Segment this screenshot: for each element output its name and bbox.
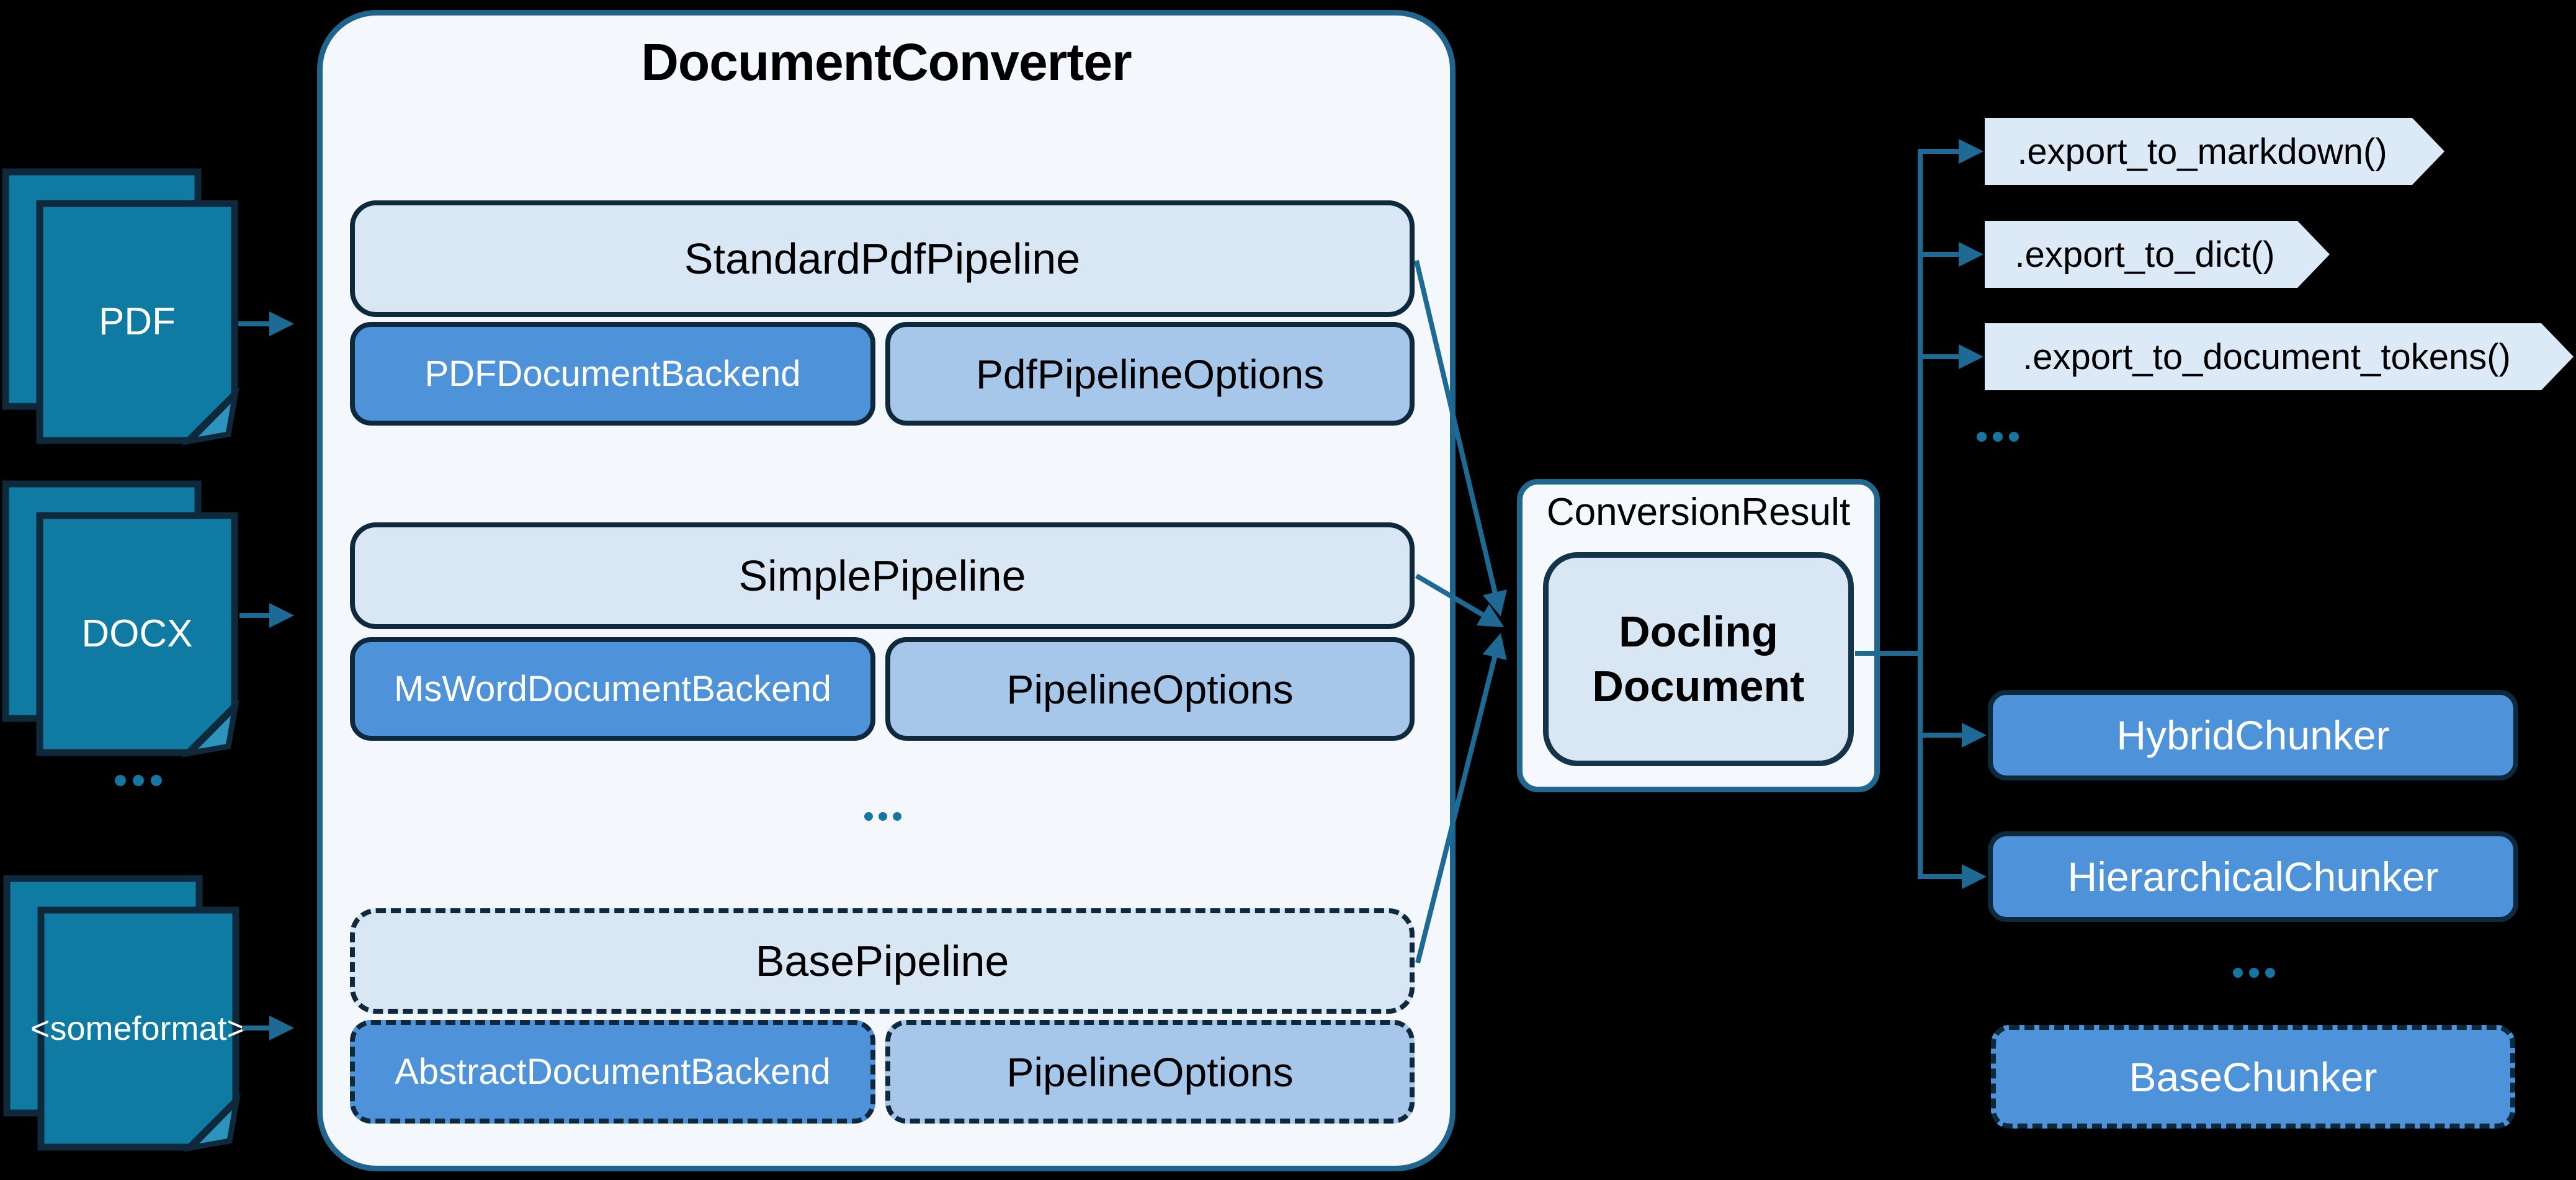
dot	[893, 812, 901, 821]
folded-corner-shape	[182, 1093, 241, 1152]
source-format-line2: format>	[132, 1009, 247, 1047]
dot	[2249, 968, 2259, 978]
export-method-label: .export_to_dict()	[2015, 234, 2275, 275]
chunker-label: BaseChunker	[2129, 1053, 2377, 1100]
pipeline-box-standard-pdf: StandardPdfPipeline	[350, 200, 1415, 317]
dot	[2009, 432, 2019, 442]
pipelines-ellipsis-dots	[864, 812, 901, 821]
options-label: PipelineOptions	[1006, 1048, 1294, 1095]
dot	[2233, 968, 2243, 978]
pipeline-label: SimplePipeline	[738, 552, 1026, 600]
source-format-label: PDF	[99, 300, 176, 344]
document-stack-icon	[2, 480, 239, 758]
options-label: PipelineOptions	[1006, 666, 1294, 712]
dot	[864, 812, 873, 821]
pipeline-box-base: BasePipeline	[350, 908, 1415, 1014]
document-converter-title: DocumentConverter	[641, 33, 1132, 91]
backend-label: AbstractDocumentBackend	[395, 1052, 831, 1092]
exports-ellipsis-dots	[1977, 432, 2019, 442]
export-method-label: .export_to_markdown()	[2017, 131, 2387, 172]
sources-ellipsis-dots	[115, 775, 162, 786]
pipeline-label: StandardPdfPipeline	[684, 235, 1081, 283]
source-format-line1: <some	[30, 1009, 132, 1047]
options-box-base: PipelineOptions	[885, 1020, 1415, 1124]
export-to-document-tokens-tag: .export_to_document_tokens()	[1985, 323, 2574, 390]
dot	[151, 775, 162, 786]
hybrid-chunker-box: HybridChunker	[1988, 690, 2518, 780]
folded-corner-shape	[181, 699, 239, 758]
docx-documents-icon: DOCX	[0, 480, 243, 760]
chunker-label: HierarchicalChunker	[2067, 854, 2439, 900]
docling-document-line2: Document	[1592, 661, 1805, 710]
backend-label: MsWordDocumentBackend	[394, 669, 831, 709]
source-format-label: DOCX	[81, 612, 193, 656]
document-stack-icon	[3, 875, 241, 1152]
dot	[879, 812, 887, 821]
options-box-pdf: PdfPipelineOptions	[885, 322, 1415, 426]
export-to-dict-tag: .export_to_dict()	[1985, 221, 2330, 288]
export-method-label: .export_to_document_tokens()	[2023, 336, 2511, 377]
dot	[1977, 432, 1987, 442]
pdf-documents-icon: PDF	[0, 168, 243, 448]
base-chunker-box: BaseChunker	[1991, 1025, 2515, 1129]
backend-box-abstract: AbstractDocumentBackend	[350, 1020, 875, 1124]
dot	[115, 775, 126, 786]
backend-label: PDFDocumentBackend	[424, 354, 801, 394]
backend-box-pdf: PDFDocumentBackend	[350, 322, 875, 426]
docling-document-line1: Docling	[1619, 607, 1778, 656]
options-box-simple: PipelineOptions	[885, 637, 1415, 741]
options-label: PdfPipelineOptions	[975, 351, 1325, 397]
folded-corner-shape	[181, 387, 239, 445]
chunkers-ellipsis-dots	[2233, 968, 2275, 978]
docling-document-box: Docling Document	[1543, 552, 1854, 766]
dot	[133, 775, 144, 786]
chunker-label: HybridChunker	[2116, 712, 2390, 758]
conversion-result-label: ConversionResult	[1546, 491, 1851, 534]
export-to-markdown-tag: .export_to_markdown()	[1985, 118, 2444, 185]
backend-box-msword: MsWordDocumentBackend	[350, 637, 875, 741]
hierarchical-chunker-box: HierarchicalChunker	[1988, 831, 2518, 922]
pipeline-label: BasePipeline	[755, 937, 1009, 985]
pipeline-box-simple: SimplePipeline	[350, 522, 1415, 629]
dot	[1993, 432, 2003, 442]
document-stack-icon	[2, 168, 239, 445]
dot	[2265, 968, 2275, 978]
